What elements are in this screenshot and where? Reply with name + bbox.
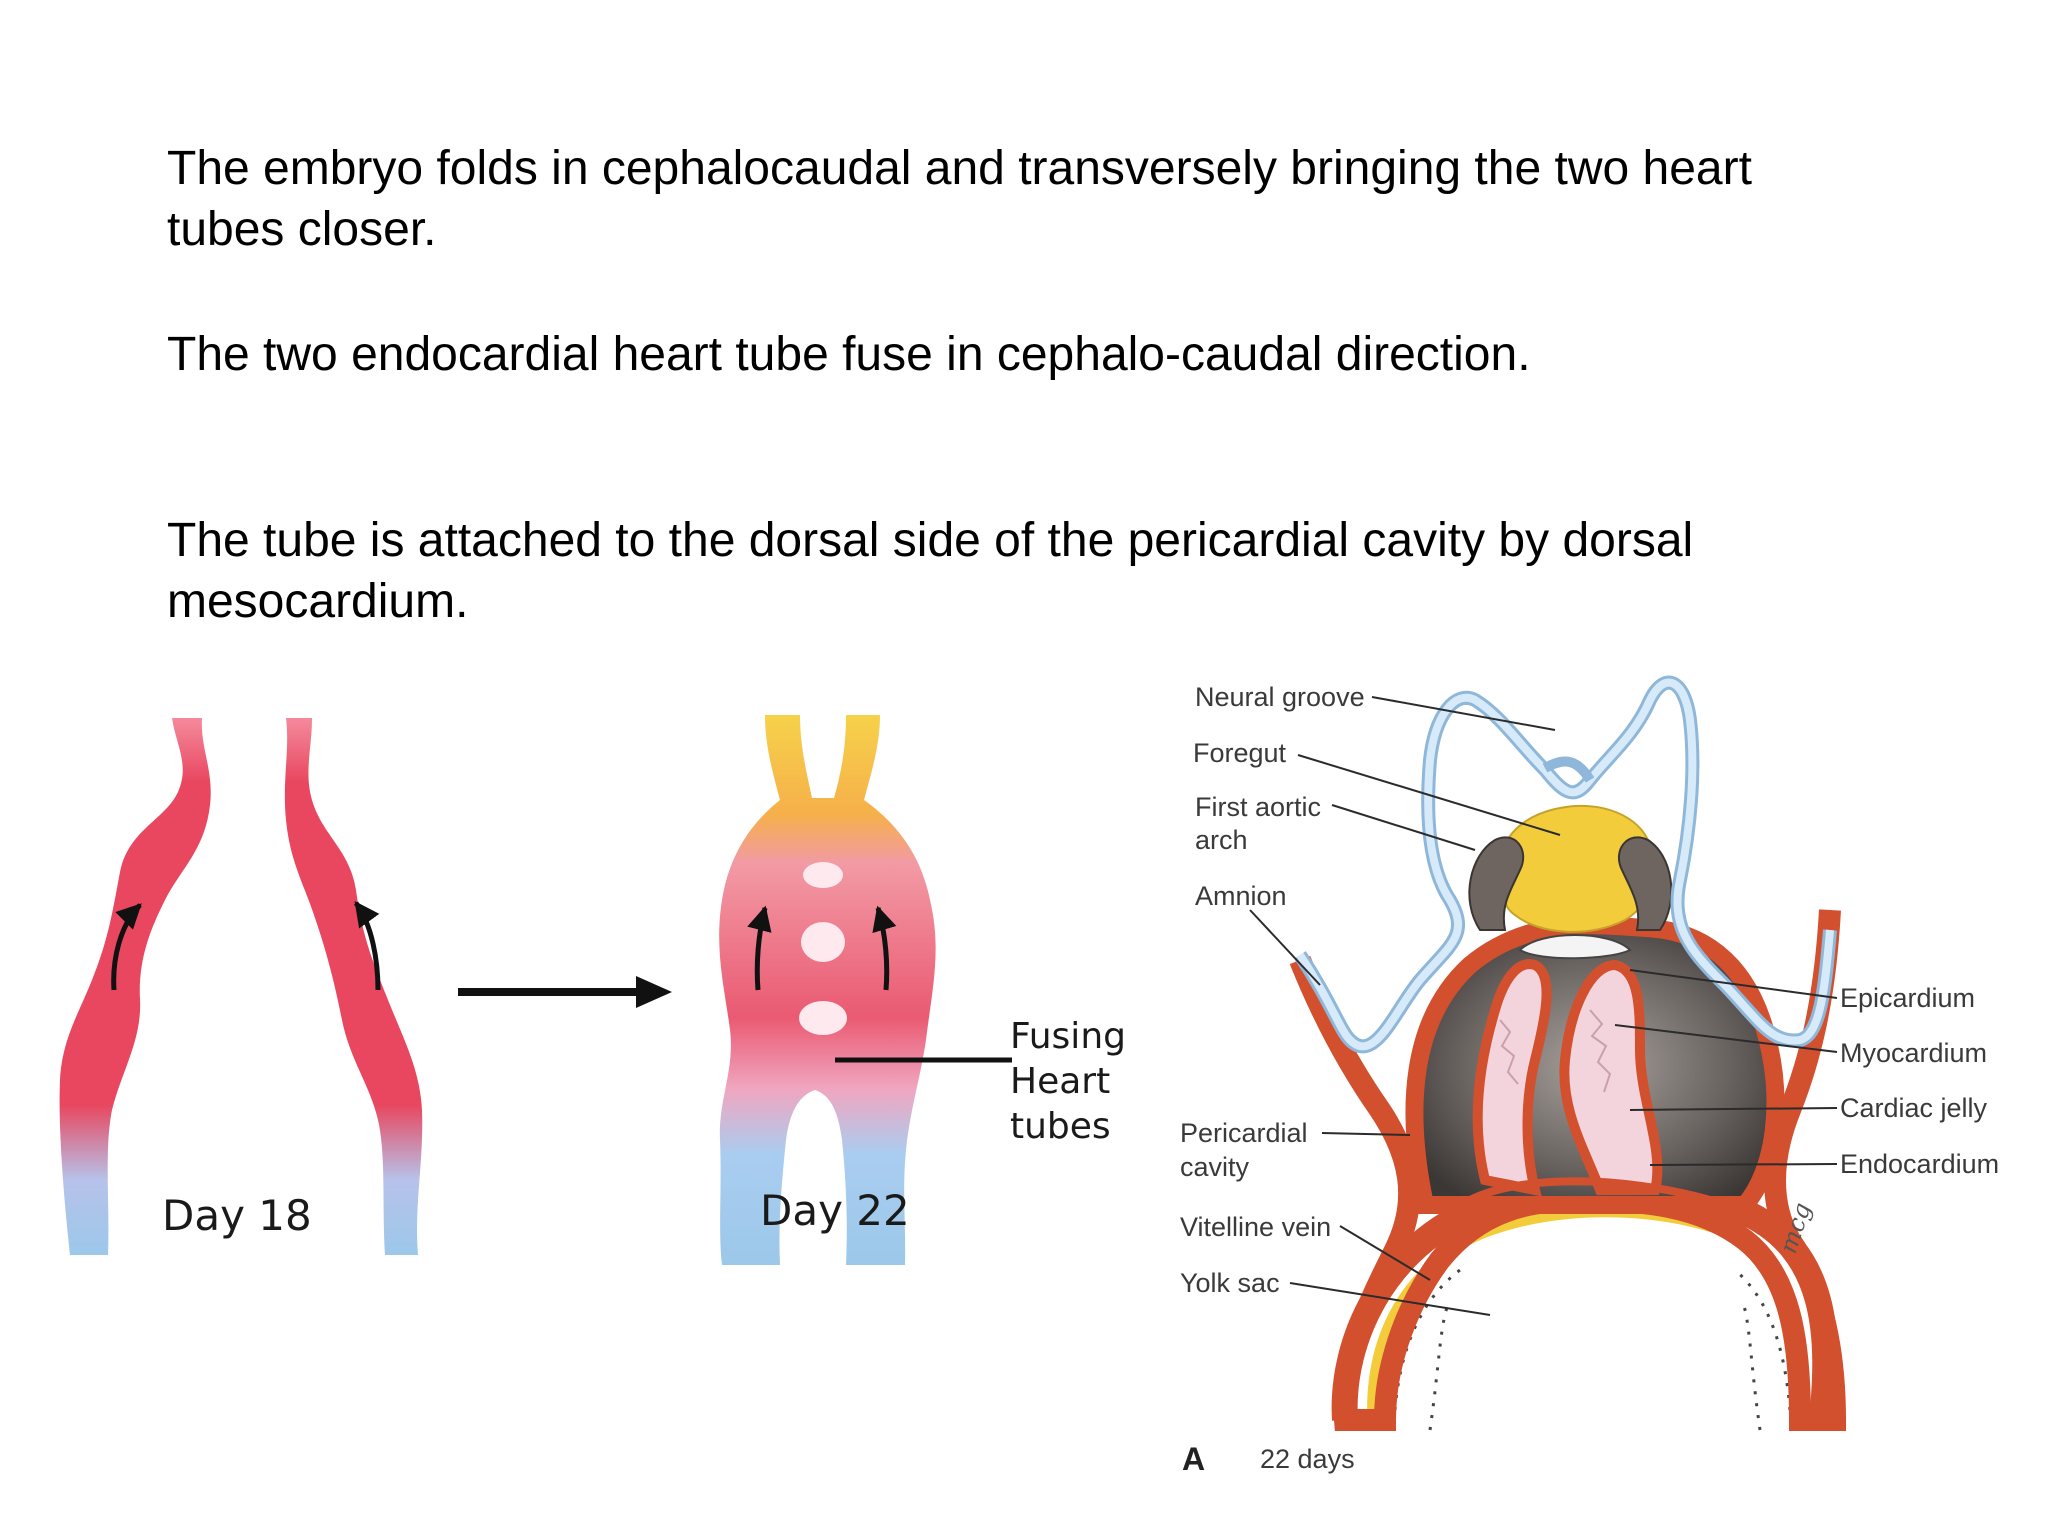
heart-jelly-texture	[1499, 1009, 1612, 1093]
day18-left-arrow	[111, 903, 142, 991]
label-epicardium: Epicardium	[1840, 983, 1975, 1013]
ventral-band	[1468, 1177, 1712, 1204]
day18-label: Day 18	[162, 1191, 312, 1240]
label-vitelline-vein: Vitelline vein	[1180, 1212, 1331, 1242]
fusing-label-line2: Heart	[1010, 1061, 1110, 1102]
first-aortic-arch-right	[1617, 836, 1673, 931]
panel-letter: A	[1182, 1441, 1205, 1477]
day22-tube-body	[719, 715, 936, 1265]
day22-left-arrow	[747, 905, 772, 991]
leader-foregut	[1297, 754, 1561, 836]
day22-right-arrow	[872, 905, 897, 991]
dorsal-mesocardium	[1518, 934, 1632, 960]
leader-neural-groove	[1371, 696, 1556, 731]
leader-yolk-sac	[1289, 1282, 1491, 1316]
paragraph-dorsal-mesocardium: The tube is attached to the dorsal side …	[167, 514, 1694, 628]
leader-myocardium	[1614, 1024, 1838, 1053]
label-yolk-sac: Yolk sac	[1180, 1268, 1280, 1298]
label-endocardium: Endocardium	[1840, 1149, 1999, 1179]
day22-gap-2	[801, 922, 845, 962]
label-pericardial-1: Pericardial	[1180, 1118, 1308, 1148]
paragraph-tube-fusion: The two endocardial heart tube fuse in c…	[167, 328, 1531, 381]
leader-pericardial-cavity	[1321, 1132, 1411, 1136]
label-first-aortic-1: First aortic	[1195, 792, 1321, 822]
leader-endocardium	[1649, 1163, 1838, 1166]
ectoderm-inner	[1296, 678, 1834, 1051]
label-myocardium: Myocardium	[1840, 1038, 1987, 1068]
day18-right-tube	[284, 718, 423, 1255]
leader-first-aortic-arch	[1331, 804, 1476, 851]
day22-label: Day 22	[760, 1186, 910, 1235]
progression-arrow	[458, 976, 672, 1008]
leader-vitelline-vein	[1339, 1225, 1431, 1281]
day18-tubes: Day 18	[59, 718, 423, 1255]
day18-left-tube	[59, 718, 211, 1255]
label-amnion: Amnion	[1195, 881, 1287, 911]
paragraph-embryo-folding: The embryo folds in cephalocaudal and tr…	[167, 142, 1752, 256]
day18-right-arrow	[353, 900, 381, 991]
label-foregut: Foregut	[1193, 738, 1287, 768]
label-neural-groove: Neural groove	[1195, 682, 1365, 712]
day22-fusing-tubes: Day 22 Fusing Heart tubes	[719, 715, 1126, 1265]
yolk-sac-dots	[1393, 1268, 1792, 1431]
heart-tube-right	[1559, 959, 1663, 1195]
label-pericardial-2: cavity	[1180, 1152, 1250, 1182]
label-cardiac-jelly: Cardiac jelly	[1840, 1093, 1988, 1123]
first-aortic-arch-left	[1468, 836, 1525, 931]
neural-groove	[1542, 756, 1595, 783]
fusing-label-line1: Fusing	[1010, 1016, 1126, 1057]
leader-epicardium	[1629, 969, 1838, 999]
fusing-label-line3: tubes	[1010, 1106, 1111, 1147]
leader-amnion	[1249, 909, 1321, 986]
label-first-aortic-2: arch	[1195, 825, 1248, 855]
leader-cardiac-jelly	[1629, 1107, 1838, 1111]
panel-caption: 22 days	[1260, 1444, 1355, 1474]
cross-section-diagram: Neural groove Foregut First aortic arch …	[1180, 675, 1999, 1477]
day22-gap-1	[803, 862, 843, 888]
day22-gap-3	[799, 1001, 847, 1035]
